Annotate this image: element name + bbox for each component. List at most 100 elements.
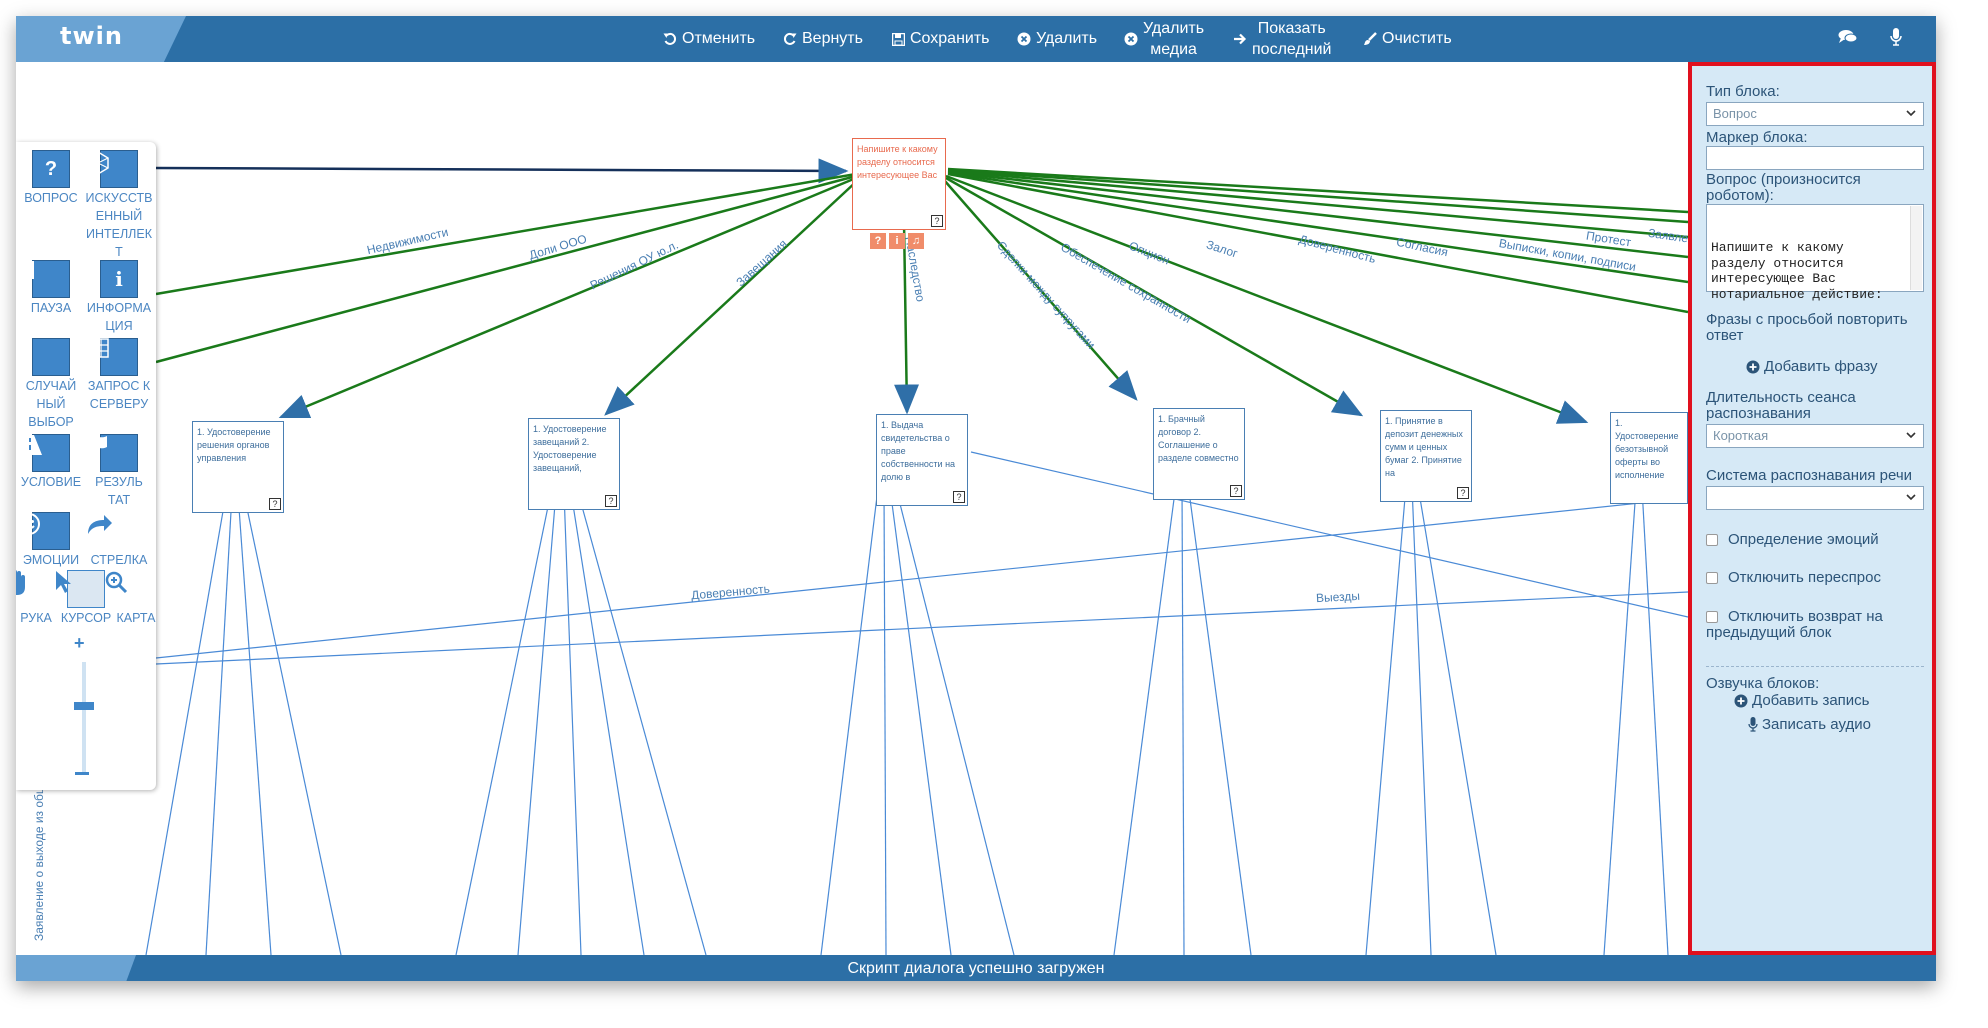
child-node[interactable]: 1. Удостоверение решения органов управле… [192, 421, 284, 513]
add-record-button[interactable]: Добавить запись [1734, 692, 1870, 709]
delete-media-label: Удалить медиа [1143, 18, 1204, 60]
app-window: twin Отменить Вернуть Сохранить Удалить [16, 16, 1936, 981]
checkbox[interactable] [1706, 572, 1718, 584]
palette-random[interactable]: СЛУЧАЙ НЫЙ ВЫБОР [17, 338, 85, 431]
status-message: Скрипт диалога успешно загружен [847, 960, 1105, 977]
tool-map[interactable]: КАРТА [104, 570, 168, 627]
curved-arrow-icon [88, 512, 138, 550]
add-record-label: Добавить запись [1752, 692, 1870, 709]
child-node[interactable]: 1. Брачный договор 2. Соглашение о разде… [1153, 408, 1245, 500]
child-node[interactable]: 1. Удостоверение безотзывной оферты во и… [1610, 412, 1688, 504]
root-audio-button[interactable]: ♫ [908, 233, 924, 249]
question-badge-icon[interactable]: ? [269, 498, 281, 510]
add-phrase-label: Добавить фразу [1764, 358, 1878, 375]
checkbox[interactable] [1706, 534, 1718, 546]
info-icon: i [100, 260, 138, 298]
redo-button[interactable]: Вернуть [782, 16, 863, 62]
block-marker-label: Маркер блока: [1706, 129, 1808, 146]
question-badge-icon[interactable]: ? [1230, 485, 1242, 497]
palette-condition[interactable]: УСЛОВИЕ [17, 434, 85, 491]
clear-button[interactable]: Очистить [1362, 16, 1452, 62]
green-edges [155, 167, 1688, 424]
tool-cursor[interactable]: КУРСОР [54, 570, 118, 627]
root-question-button[interactable]: ? [870, 233, 886, 249]
clear-label: Очистить [1382, 30, 1452, 47]
record-audio-button[interactable]: Записать аудио [1748, 716, 1871, 733]
edge-incoming [155, 158, 849, 184]
child-node-text: 1. Брачный договор 2. Соглашение о разде… [1158, 414, 1239, 463]
plus-circle-icon [1734, 694, 1748, 708]
disable-return-checkbox[interactable]: Отключить возврат на предыдущий блок [1706, 609, 1883, 641]
zoom-in-icon[interactable]: + [74, 633, 85, 653]
question-badge-icon[interactable]: ? [953, 491, 965, 503]
child-node[interactable]: 1. Удостоверение завещаний 2. Удостовере… [528, 418, 620, 510]
textarea-scrollbar[interactable] [1910, 206, 1922, 290]
palette-pause[interactable]: ПАУЗА [17, 260, 85, 317]
duration-label-1: Длительность сеанса [1706, 389, 1856, 406]
zoom-slider-track[interactable] [82, 662, 86, 772]
palette-arrow-label: СТРЕЛКА [90, 553, 148, 567]
child-node-text: 1. Удостоверение безотзывной оферты во и… [1615, 418, 1679, 480]
palette-result[interactable]: РЕЗУЛЬ ТАТ [85, 434, 153, 509]
palette-info[interactable]: i ИНФОРМА ЦИЯ [85, 260, 153, 335]
palette-arrow[interactable]: СТРЕЛКА [85, 512, 153, 569]
question-badge-icon[interactable]: ? [1457, 487, 1469, 499]
show-last-button[interactable]: Показать последний [1232, 16, 1332, 62]
child-node[interactable]: 1. Выдача свидетельства о праве собствен… [876, 414, 968, 506]
top-toolbar: twin Отменить Вернуть Сохранить Удалить [16, 16, 1936, 62]
child-node[interactable]: 1. Принятие в депозит денежных сумм и це… [1380, 410, 1472, 502]
duration-select[interactable]: Короткая [1706, 424, 1924, 448]
hand-icon [16, 570, 55, 608]
chat-button[interactable] [1838, 16, 1858, 62]
status-bar: Скрипт диалога успешно загружен [16, 955, 1936, 981]
block-type-select[interactable]: Вопрос [1706, 102, 1924, 126]
disable-reask-checkbox[interactable]: Отключить переспрос [1706, 570, 1881, 586]
palette-ai-label-2: ЕННЫЙ [95, 209, 143, 223]
brush-icon [1362, 31, 1378, 47]
palette-ai-label-3: ИНТЕЛЛЕК [85, 227, 152, 241]
block-marker-input[interactable] [1706, 146, 1924, 170]
palette-result-label-2: ТАТ [107, 493, 131, 507]
palette-ai-label-4: Т [115, 245, 123, 259]
zoom-slider-handle[interactable] [74, 702, 94, 710]
checkbox[interactable] [1706, 611, 1718, 623]
delete-media-line-1: Удалить [1143, 20, 1205, 37]
microphone-icon [1748, 717, 1758, 732]
chevron-down-icon [1905, 491, 1917, 506]
question-badge-icon[interactable]: ? [605, 495, 617, 507]
palette-question[interactable]: ? ВОПРОС [17, 150, 85, 207]
repeat-phrases-label-2: ответ [1706, 327, 1744, 344]
undo-button[interactable]: Отменить [662, 16, 755, 62]
asr-select[interactable] [1706, 486, 1924, 510]
delete-media-line-2: медиа [1150, 41, 1197, 58]
microphone-icon [1890, 27, 1902, 51]
block-type-value: Вопрос [1713, 106, 1757, 121]
diagram-canvas[interactable]: Недвижимости Доли ООО Решения ОУ ю.л. За… [16, 62, 1688, 955]
question-badge-icon[interactable]: ? [931, 215, 943, 227]
tool-hand[interactable]: РУКА [16, 570, 68, 627]
cursor-icon [56, 570, 105, 608]
palette-ai[interactable]: ИСКУССТВ ЕННЫЙ ИНТЕЛЛЕК Т [85, 150, 153, 261]
palette-emotion[interactable]: ЭМОЦИИ [17, 512, 85, 569]
save-button[interactable]: Сохранить [890, 16, 990, 62]
root-info-button[interactable]: i [889, 233, 905, 249]
root-question-node[interactable]: Напишите к какому разделу относится инте… [852, 138, 946, 230]
question-textarea[interactable]: Напишите к какому разделу относится инте… [1706, 204, 1924, 302]
question-label-line-1: Вопрос (произносится [1706, 171, 1861, 188]
show-last-label: Показать последний [1252, 18, 1332, 60]
palette-random-label-2: НЫЙ [36, 397, 66, 411]
disable-return-label-1: Отключить возврат на [1728, 608, 1883, 625]
random-icon [22, 338, 70, 376]
zoom-out-icon[interactable] [75, 772, 89, 775]
question-icon: ? [32, 150, 70, 188]
palette-server-request[interactable]: ЗАПРОС К СЕРВЕРУ [85, 338, 153, 413]
delete-button[interactable]: Удалить [1016, 16, 1097, 62]
flag-icon [87, 434, 138, 472]
emotion-detection-checkbox[interactable]: Определение эмоций [1706, 532, 1879, 548]
tool-map-label: КАРТА [116, 611, 156, 625]
duration-value: Короткая [1713, 428, 1769, 443]
delete-media-button[interactable]: Удалить медиа [1123, 16, 1204, 62]
child-node-text: 1. Удостоверение решения органов управле… [197, 427, 271, 463]
microphone-button[interactable] [1890, 16, 1902, 62]
add-phrase-button[interactable]: Добавить фразу [1746, 358, 1878, 375]
